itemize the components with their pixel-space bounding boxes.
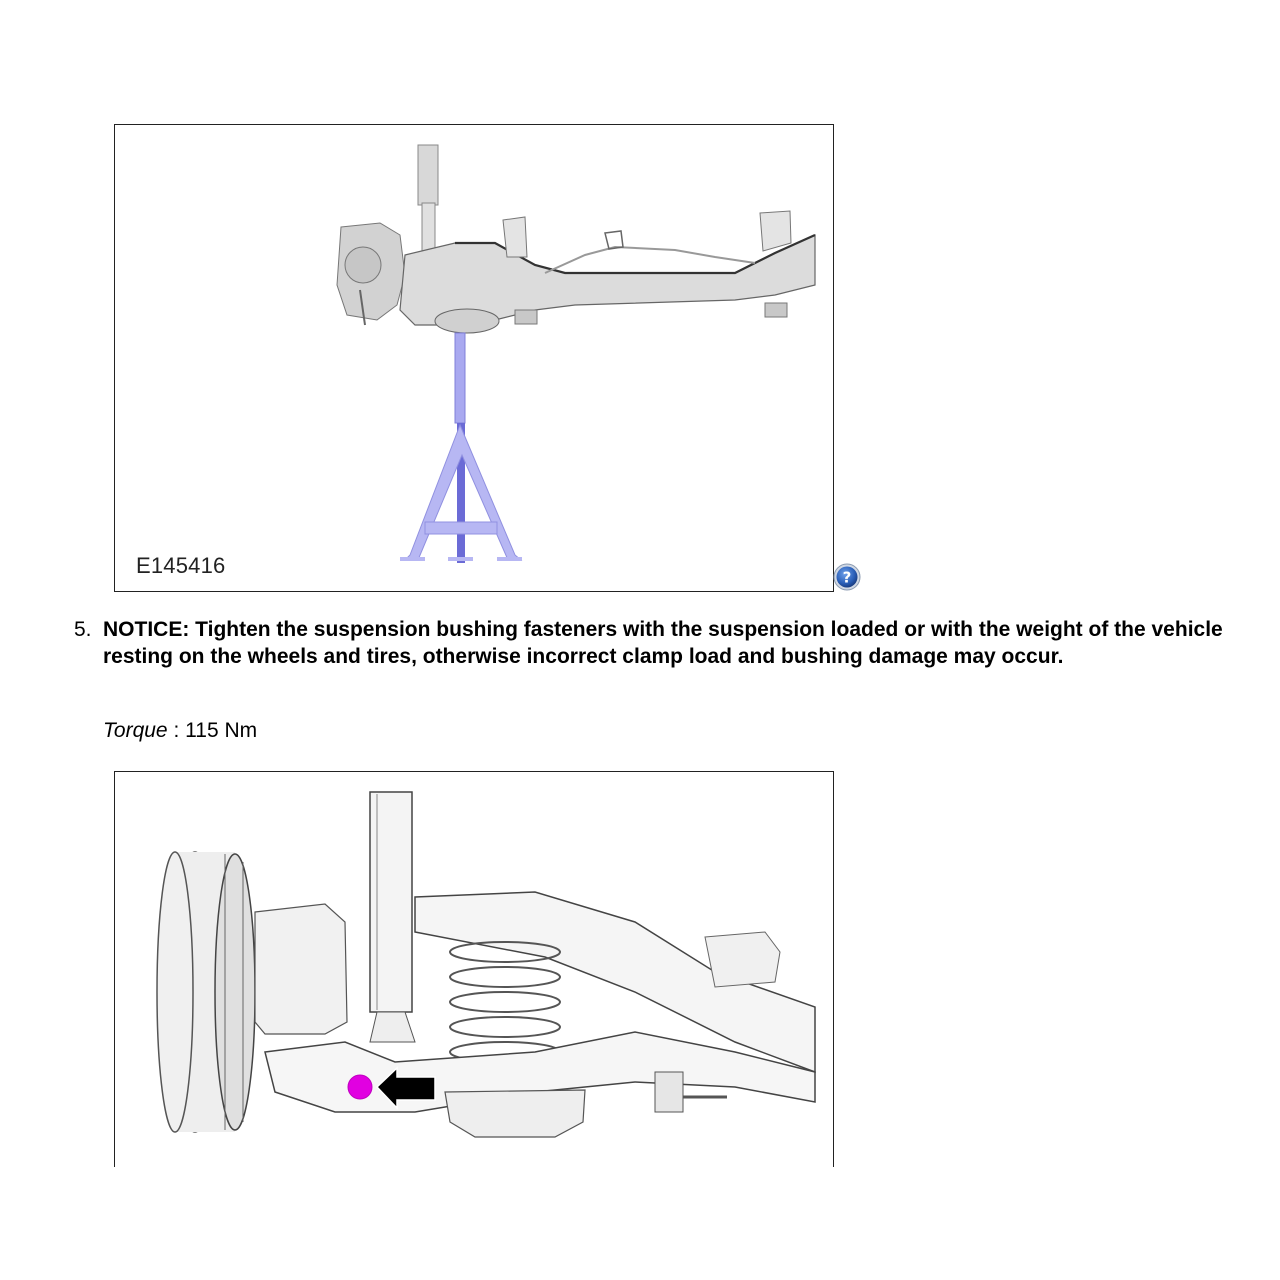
help-icon[interactable]: ? [833,563,861,591]
procedure-step: 5. NOTICE: Tighten the suspension bushin… [74,616,1254,670]
figure-jack-stand-axle: E145416 [114,124,834,592]
torque-spec: Torque : 115 Nm [103,719,257,743]
torque-label: Torque [103,719,168,742]
notice-text: NOTICE: Tighten the suspension bushing f… [103,618,1223,668]
torque-value: 115 Nm [185,719,258,742]
trailing-arm-bushing-illustration [156,791,816,1138]
suspension-jack-stand-illustration [336,144,816,563]
step-number: 5. [74,618,92,641]
figure-bushing-fastener [114,771,834,1167]
figure-id-label: E145416 [136,553,226,578]
torque-separator: : [167,719,186,742]
question-mark-icon: ? [833,563,861,591]
svg-text:?: ? [843,569,852,587]
